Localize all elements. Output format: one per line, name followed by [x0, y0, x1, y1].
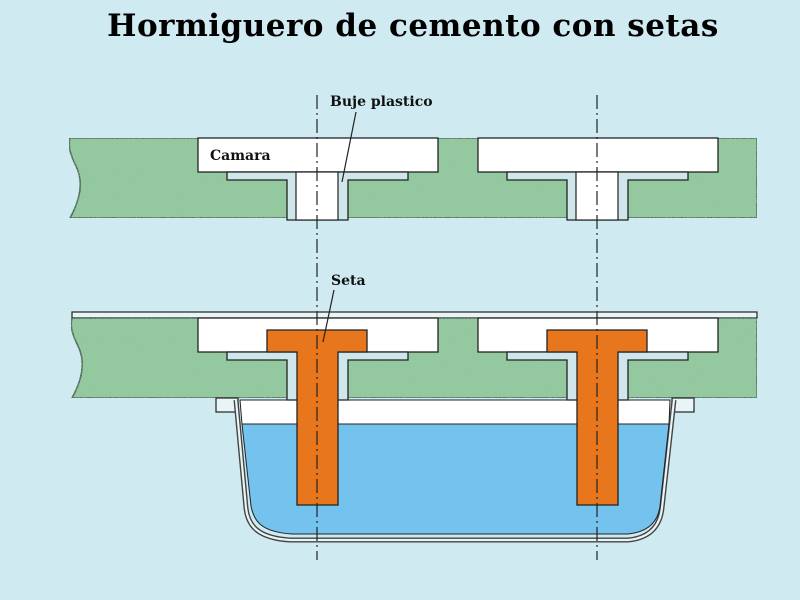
- top-right-chamber: [477, 137, 719, 173]
- label-buje-plastico: Buje plastico: [330, 94, 433, 110]
- bottom-top-plate: [71, 311, 758, 319]
- label-camara: Camara: [210, 148, 271, 164]
- page-title: Hormiguero de cemento con setas: [107, 8, 719, 44]
- label-seta: Seta: [331, 273, 366, 289]
- water: [241, 423, 670, 535]
- seta-leader-line: [322, 289, 335, 343]
- bottom-section: [70, 311, 758, 543]
- water-tray-wall-inner: [234, 399, 676, 542]
- top-section: [68, 137, 758, 221]
- buje-leader-line: [341, 111, 357, 183]
- top-left-chamber: [197, 137, 439, 173]
